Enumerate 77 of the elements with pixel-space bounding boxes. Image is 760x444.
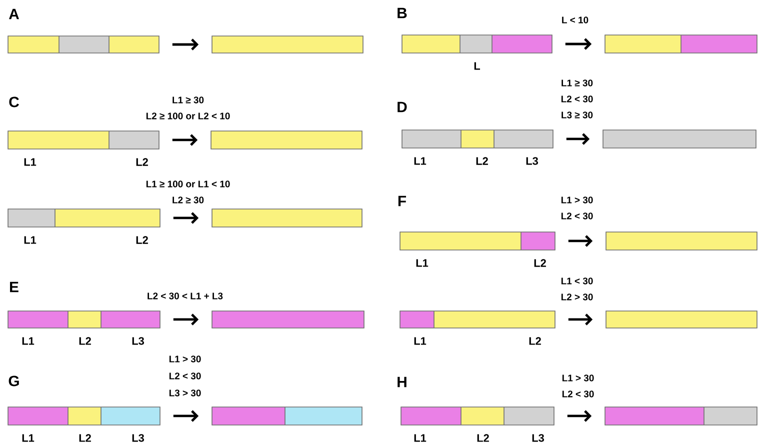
panel-letter: D xyxy=(398,102,407,112)
condition-label: L2 < 30 xyxy=(561,96,593,102)
length-label: L1 xyxy=(22,337,34,345)
length-label: L1 xyxy=(416,259,428,267)
bar xyxy=(602,130,756,148)
bar xyxy=(212,406,362,426)
condition-label: L3 > 30 xyxy=(169,390,201,396)
length-label: L2 xyxy=(534,259,546,267)
condition-label: L2 < 30 xyxy=(562,390,594,398)
condition-label: L < 10 xyxy=(562,16,588,24)
arrow xyxy=(565,38,592,50)
condition-label: L2 ≥ 30 xyxy=(172,196,204,204)
condition-label: L2 < 30 xyxy=(561,212,593,220)
panel-letter: F xyxy=(398,196,406,206)
bar xyxy=(212,208,362,228)
bar xyxy=(212,36,364,54)
length-label: L2 xyxy=(136,236,148,244)
length-label: L1 xyxy=(414,337,426,345)
bar xyxy=(400,406,554,426)
length-label: L2 xyxy=(79,434,91,442)
length-label: L1 xyxy=(22,434,34,442)
bar xyxy=(402,130,554,148)
condition-label: L1 > 30 xyxy=(561,196,593,204)
length-label: L3 xyxy=(132,337,144,345)
condition-label: L2 ≥ 100 or L2 < 10 xyxy=(146,112,230,120)
arrow xyxy=(173,314,199,326)
arrow xyxy=(568,235,593,247)
arrow xyxy=(172,134,198,146)
length-label: L2 xyxy=(529,337,541,345)
bar xyxy=(400,232,556,250)
arrow xyxy=(566,133,590,145)
condition-label: L1 > 30 xyxy=(169,356,201,362)
condition-label: L2 < 30 xyxy=(169,372,201,380)
bar xyxy=(8,130,160,150)
condition-label: L2 < 30 < L1 + L3 xyxy=(148,292,223,300)
bar xyxy=(606,310,758,328)
panel-letter: C xyxy=(9,96,19,108)
arrow xyxy=(568,314,593,326)
panel-letter: E xyxy=(10,282,18,292)
bar xyxy=(212,310,364,328)
arrow xyxy=(172,38,199,50)
length-label: L2 xyxy=(476,157,488,165)
bar xyxy=(8,406,160,426)
bar xyxy=(402,34,552,54)
length-label: L3 xyxy=(532,434,544,442)
length-label: L2 xyxy=(477,434,489,442)
arrow xyxy=(567,410,592,422)
bar xyxy=(400,310,556,328)
panel-letter: G xyxy=(8,376,19,386)
length-label: L1 xyxy=(24,236,36,244)
condition-label: L2 > 30 xyxy=(561,294,593,300)
panel-letter: A xyxy=(9,8,19,20)
panel-letter: H xyxy=(398,376,406,388)
length-label: L3 xyxy=(132,434,144,442)
bar xyxy=(606,232,758,250)
condition-label: L1 ≥ 100 or L1 < 10 xyxy=(146,180,230,188)
condition-label: L1 > 30 xyxy=(562,374,594,382)
bar xyxy=(604,406,758,426)
length-label: L xyxy=(474,62,480,70)
bar xyxy=(8,36,160,54)
length-label: L1 xyxy=(414,434,426,442)
length-label: L1 xyxy=(24,158,36,166)
condition-label: L1 < 30 xyxy=(561,278,593,284)
condition-label: L3 ≥ 30 xyxy=(562,112,593,118)
condition-label: L1 ≥ 30 xyxy=(562,80,593,86)
length-label: L2 xyxy=(136,158,148,166)
arrow xyxy=(173,410,199,422)
bar xyxy=(8,310,160,328)
length-label: L2 xyxy=(79,337,91,345)
bar xyxy=(604,34,758,54)
length-label: L3 xyxy=(526,157,538,165)
condition-label: L1 ≥ 30 xyxy=(172,96,204,104)
panel-letter: B xyxy=(398,8,407,18)
bar xyxy=(210,130,362,150)
arrow xyxy=(173,212,199,224)
length-label: L1 xyxy=(414,157,426,165)
bar xyxy=(8,208,160,228)
